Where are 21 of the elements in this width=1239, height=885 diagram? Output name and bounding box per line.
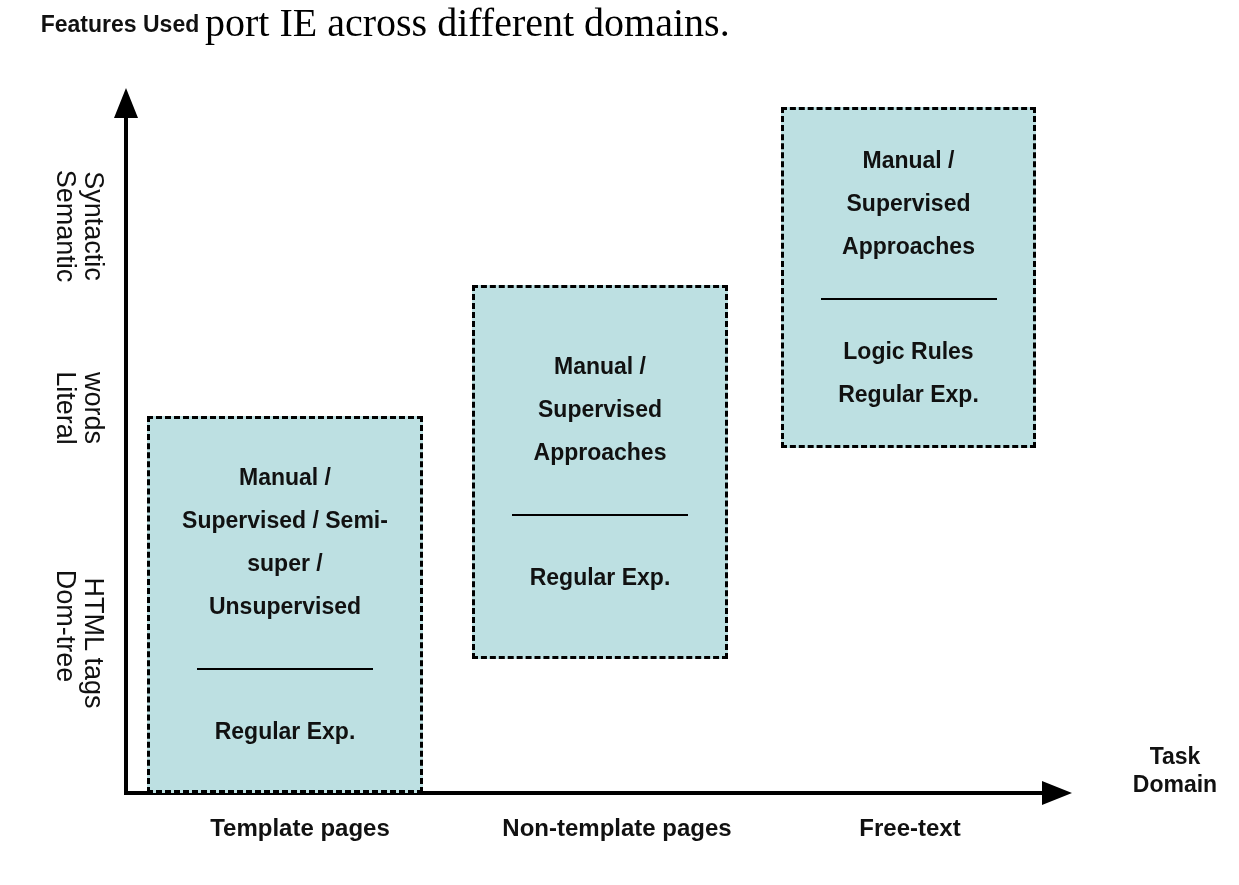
method-text: Regular Exp. bbox=[528, 563, 672, 592]
dashed-box bbox=[147, 416, 423, 793]
approach-text: Manual / Supervised Approaches bbox=[841, 146, 976, 261]
axis-title: Features Used bbox=[40, 10, 200, 38]
axis-level-label: words bbox=[80, 372, 108, 444]
approach-text: Manual / Supervised Approaches bbox=[532, 352, 668, 467]
approach-text: Manual / Supervised / Semi-super / Unsupervised bbox=[181, 463, 389, 621]
axis-level-label: Syntactic bbox=[80, 171, 108, 281]
axis-level-label: Dom-tree bbox=[52, 569, 80, 683]
axis-level-label: HTML tags bbox=[80, 577, 108, 709]
category-label: Non-template pages bbox=[501, 813, 733, 843]
category-label: Template pages bbox=[209, 813, 391, 843]
category-label: Free-text bbox=[858, 813, 962, 843]
axis-level-label: Semantic bbox=[52, 169, 80, 283]
axis-title: Task Domain bbox=[1131, 742, 1219, 798]
dashed-box bbox=[781, 107, 1036, 448]
method-text: Regular Exp. bbox=[213, 717, 357, 746]
method-text: Logic Rules Regular Exp. bbox=[837, 337, 980, 409]
sentence-fragment: port IE across different domains. bbox=[205, 0, 730, 46]
dashed-box bbox=[472, 285, 728, 659]
axis-level-label: Literal bbox=[52, 371, 80, 445]
